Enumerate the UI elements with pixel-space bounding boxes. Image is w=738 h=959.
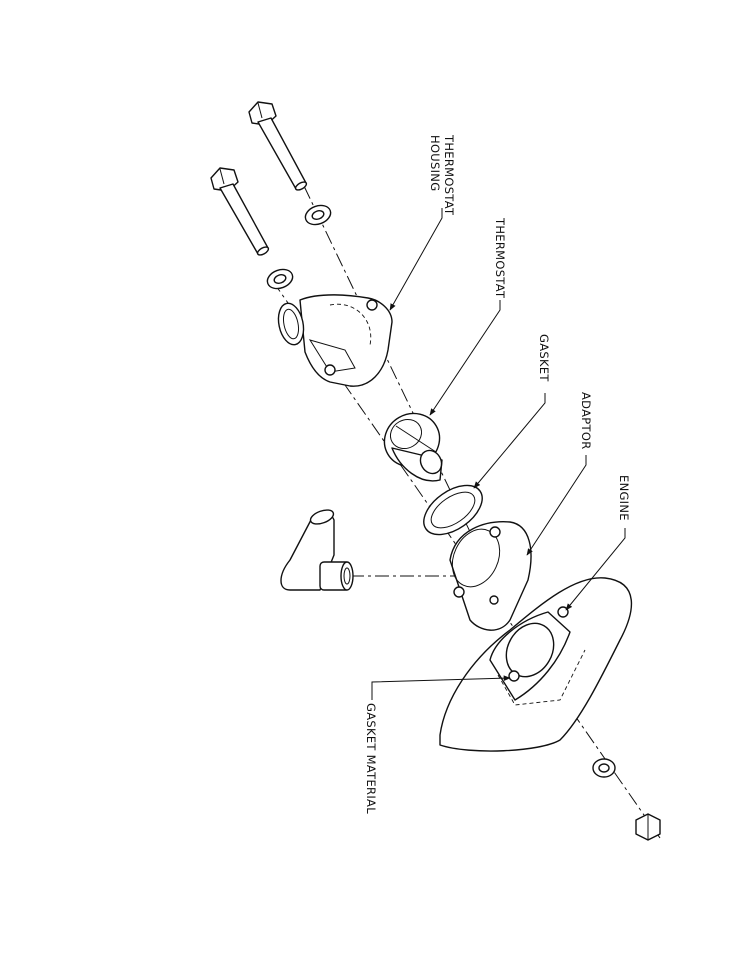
elbow-fitting — [280, 509, 354, 591]
adaptor — [449, 521, 532, 631]
label-gasket-material: GASKET MATERIAL — [364, 703, 378, 814]
leader-lines — [371, 208, 626, 700]
thermostat — [383, 412, 443, 482]
label-thermostat-housing-2: HOUSING — [428, 135, 442, 191]
gasket-ring — [423, 484, 483, 536]
washer-upper — [304, 204, 332, 226]
bottom-washer — [592, 758, 616, 778]
label-gasket: GASKET — [537, 334, 551, 382]
bottom-bolt — [635, 813, 661, 841]
bolt-long-upper — [248, 101, 308, 191]
label-engine: ENGINE — [617, 475, 631, 521]
washer-lower — [266, 268, 294, 290]
label-thermostat-housing-1: THERMOSTAT — [442, 134, 456, 216]
label-thermostat: THERMOSTAT — [493, 217, 507, 299]
thermostat-housing — [277, 294, 393, 387]
bolt-long-lower — [210, 167, 270, 256]
label-adaptor: ADAPTOR — [579, 392, 593, 450]
